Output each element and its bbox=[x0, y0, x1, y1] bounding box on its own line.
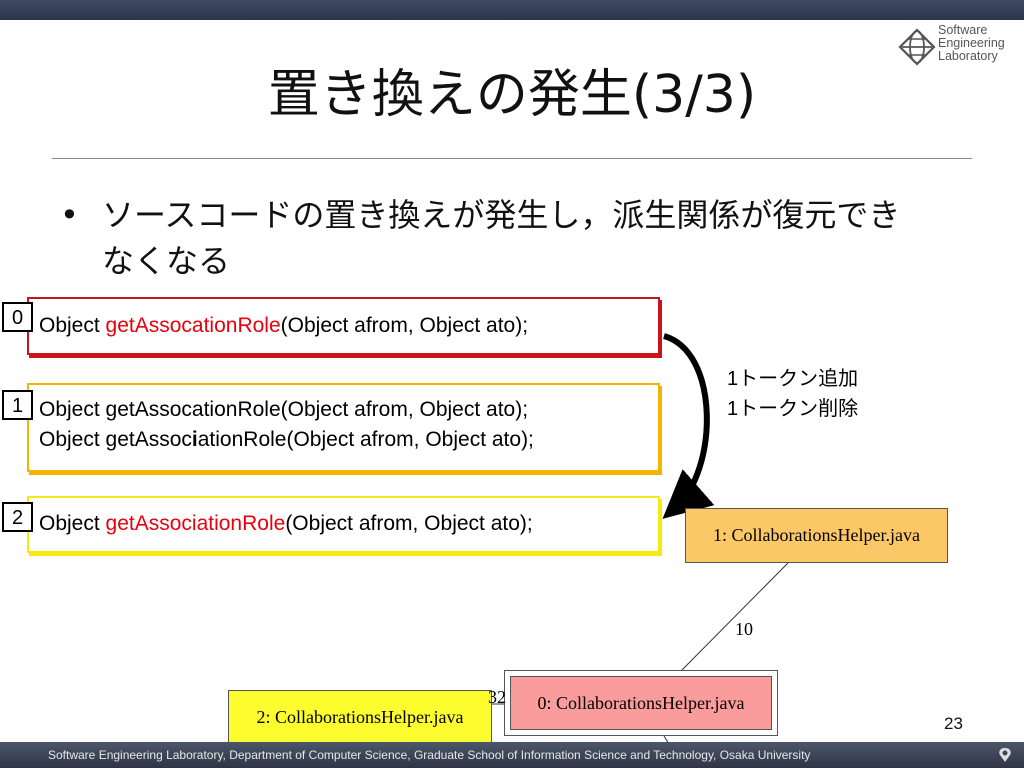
curved-arrow bbox=[662, 333, 715, 519]
globe-icon bbox=[898, 28, 936, 66]
logo-line-3: Laboratory bbox=[938, 49, 998, 63]
edge-label-10: 10 bbox=[735, 619, 753, 639]
footer-text: Software Engineering Laboratory, Departm… bbox=[48, 748, 811, 762]
lab-mark-icon bbox=[999, 748, 1011, 762]
code-text: Object getAssoc bbox=[39, 428, 192, 451]
code-text: Object bbox=[39, 314, 106, 337]
annotation-add: 1トークン追加 bbox=[727, 368, 859, 390]
graph-node-2: 2: CollaborationsHelper.java bbox=[228, 690, 492, 744]
bullet-dot: • bbox=[60, 196, 79, 234]
logo-line-2: Engineering bbox=[938, 36, 1005, 50]
graph-node-0: 0: CollaborationsHelper.java bbox=[510, 676, 772, 730]
annotation-delete: 1トークン削除 bbox=[727, 398, 859, 420]
logo-text: Software Engineering Laboratory bbox=[938, 24, 1005, 63]
slide-title: 置き換えの発生(3/3) bbox=[267, 65, 757, 125]
code-text: ationRole(Object afrom, Object ato); bbox=[197, 428, 534, 451]
bullet-text: ソースコードの置き換えが発生し，派生関係が復元できなくなる bbox=[102, 196, 901, 280]
edge-label-32: 32 bbox=[488, 687, 506, 707]
title-divider bbox=[52, 158, 972, 159]
change-annotation: 1トークン追加 1トークン削除 bbox=[727, 364, 858, 424]
logo-line-1: Software bbox=[938, 23, 988, 37]
highlighted-method: getAssociationRole bbox=[105, 512, 286, 535]
code-text: (Object afrom, Object ato); bbox=[280, 314, 529, 337]
code-text: (Object afrom, Object ato); bbox=[285, 512, 533, 535]
code-box-0: Object getAssocationRole(Object afrom, O… bbox=[27, 297, 660, 355]
code-box-2: Object getAssociationRole(Object afrom, … bbox=[27, 496, 660, 553]
code-text: Object bbox=[39, 512, 106, 535]
box-number-2: 2 bbox=[2, 502, 33, 532]
inserted-token: i bbox=[191, 428, 198, 451]
box-number-0: 0 bbox=[2, 302, 33, 332]
lab-logo: Software Engineering Laboratory bbox=[898, 24, 1022, 68]
box-number-1: 1 bbox=[2, 390, 33, 420]
page-number: 23 bbox=[944, 714, 963, 733]
top-bar bbox=[0, 0, 1024, 20]
code-box-1: Object getAssocationRole(Object afrom, O… bbox=[27, 383, 660, 472]
edge-1-0 bbox=[675, 562, 789, 677]
code-line-2: Object getAssociationRole(Object afrom, … bbox=[39, 425, 658, 455]
code-line-1: Object getAssocationRole(Object afrom, O… bbox=[39, 398, 529, 421]
graph-node-1: 1: CollaborationsHelper.java bbox=[685, 508, 948, 563]
highlighted-method: getAssocationRole bbox=[105, 314, 281, 337]
footer-bar bbox=[0, 742, 1024, 768]
